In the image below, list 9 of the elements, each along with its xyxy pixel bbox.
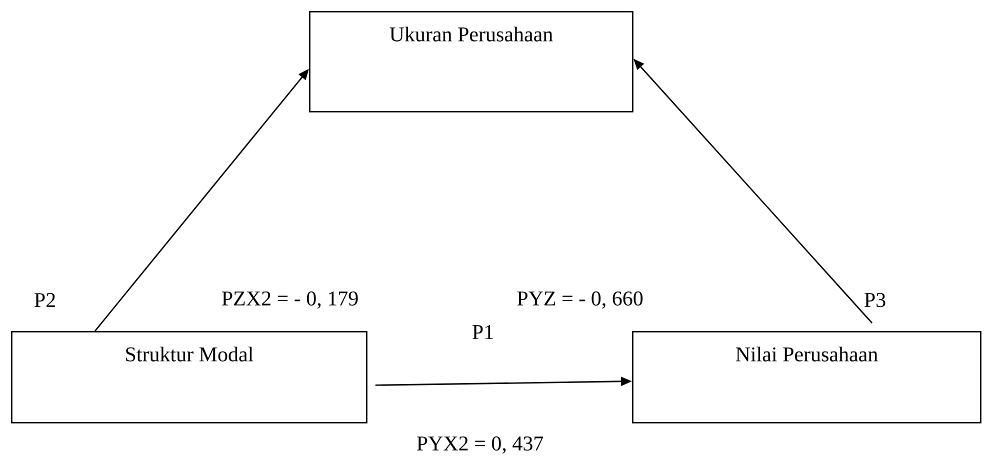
coefficient-label: PYX2 = 0, 437	[416, 436, 544, 454]
text-box: Ukuran Perusahaan	[309, 11, 634, 112]
coefficient-label: PYZ = - 0, 660	[517, 291, 643, 309]
edge-label: P2	[32, 292, 58, 308]
text-box: Nilai Perusahaan	[632, 331, 982, 424]
edge-label: P3	[862, 292, 888, 308]
text-box: Struktur Modal	[11, 331, 368, 424]
coefficient-label: PZX2 = - 0, 179	[222, 291, 358, 309]
edge-label: P1	[470, 324, 496, 340]
